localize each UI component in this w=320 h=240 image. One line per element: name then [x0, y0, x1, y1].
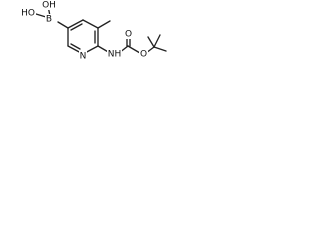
- nh-label: NH: [108, 50, 122, 60]
- ho-label: HO: [21, 9, 35, 19]
- tbutyl-methyl-bond: [153, 46, 167, 52]
- carbonyl-oxygen-label-background: [124, 29, 133, 39]
- ring-bond: [67, 19, 84, 29]
- ester-oxygen-label: O: [140, 50, 147, 60]
- nh-label-background: [107, 49, 122, 59]
- oh-label-background: [41, 0, 57, 10]
- ring-to-boron-bond: [57, 21, 69, 29]
- ring-double-bond: [70, 23, 83, 31]
- carbonyl-oxygen-label: O: [125, 30, 132, 40]
- tbutyl-methyl-bond: [147, 36, 155, 48]
- carbonyl-to-ester-o-bond: [127, 45, 141, 54]
- boron-label-background: [45, 14, 53, 24]
- ring-double-bond: [70, 43, 81, 50]
- boron-label: B: [46, 15, 52, 25]
- tbutyl-methyl-bond: [153, 34, 161, 48]
- ho-label-background: [20, 8, 36, 18]
- methyl-bond: [97, 20, 111, 29]
- ester-oxygen-label-background: [139, 49, 148, 59]
- oh-label: OH: [42, 1, 56, 11]
- pyridine-ring: [67, 19, 99, 55]
- ring-nitrogen-label-background: [79, 51, 87, 61]
- boron-ho-bond: [35, 13, 47, 18]
- ring-bond: [82, 19, 99, 29]
- chemical-structure: B OH HO N NH O O: [20, 0, 167, 62]
- ring-nitrogen-label: N: [80, 52, 87, 62]
